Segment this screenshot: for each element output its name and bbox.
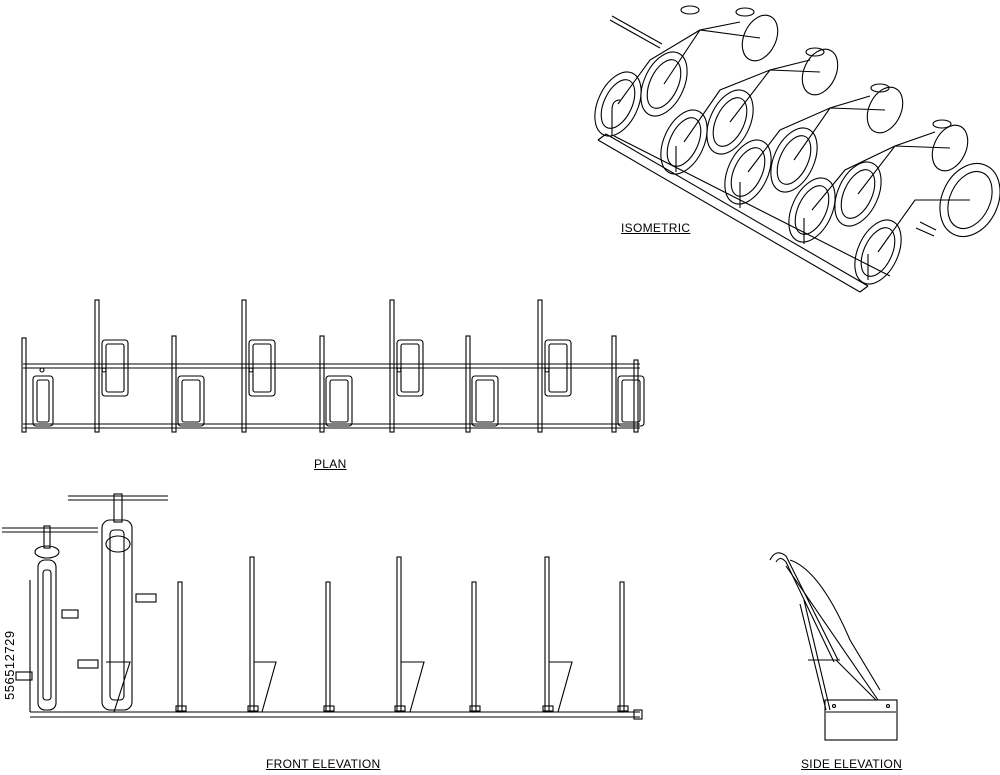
plan-slot xyxy=(171,335,205,433)
plan-slot xyxy=(465,335,499,433)
iso-wheel xyxy=(660,109,708,175)
iso-wheel xyxy=(640,51,688,117)
side-elevation-view xyxy=(769,552,898,741)
plan-label: PLAN xyxy=(314,457,347,471)
watermark-id: 556512729 xyxy=(2,630,17,700)
iso-wheel xyxy=(706,89,754,155)
isometric-label: ISOMETRIC xyxy=(621,221,691,235)
front-elevation-label: FRONT ELEVATION xyxy=(266,757,381,771)
iso-wheel xyxy=(788,177,836,243)
plan-view xyxy=(21,299,645,433)
plan-slot-tall xyxy=(389,299,424,433)
iso-wheel xyxy=(594,71,642,137)
iso-wheel xyxy=(770,127,818,193)
plan-slot-tall xyxy=(94,299,129,433)
plan-slot xyxy=(611,335,645,433)
plan-slot xyxy=(32,367,54,427)
iso-wheel xyxy=(724,139,772,205)
isometric-view xyxy=(594,5,1000,293)
front-bicycle xyxy=(68,493,168,713)
iso-wheel xyxy=(834,161,882,227)
iso-wheel xyxy=(854,219,902,285)
side-elevation-label: SIDE ELEVATION xyxy=(801,757,903,771)
plan-slot-tall xyxy=(537,299,572,433)
plan-slot-tall xyxy=(241,299,276,433)
front-bicycle xyxy=(2,525,98,712)
plan-slot xyxy=(319,335,353,433)
iso-wheel xyxy=(939,163,1000,237)
front-elevation-view xyxy=(2,493,643,720)
